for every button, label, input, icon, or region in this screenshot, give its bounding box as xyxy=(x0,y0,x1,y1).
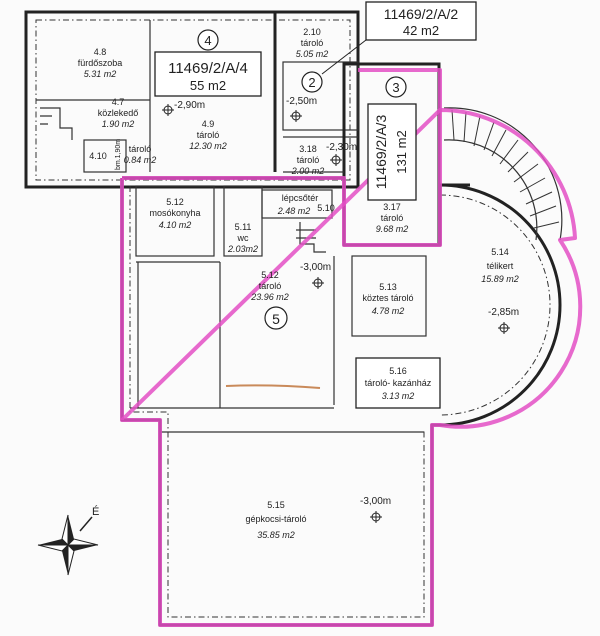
r511-name: wc xyxy=(237,233,249,243)
r513-name: köztes tároló xyxy=(362,293,413,303)
left-stair xyxy=(40,107,73,140)
brown-mark xyxy=(225,384,321,389)
r318-name: tároló xyxy=(297,155,320,165)
r210-id: 2.10 xyxy=(303,27,321,37)
r48-id: 4.8 xyxy=(94,47,107,57)
wintergarden-wall xyxy=(439,183,562,427)
level-marker-1: -2,90m xyxy=(162,100,205,116)
r513-id: 5.13 xyxy=(379,282,397,292)
svg-text:-2,85m: -2,85m xyxy=(488,307,519,318)
compass-north-label: É xyxy=(92,505,99,518)
parcel-2-box xyxy=(365,1,477,41)
room-labels: 4.8 fürdőszoba 5.31 m2 4.7 közlekedő 1.9… xyxy=(78,27,519,540)
r512a-id: 5.12 xyxy=(166,197,184,207)
parcel-4-circle xyxy=(197,29,219,51)
parcel-2-circle xyxy=(301,71,323,93)
r512a-area: 4.10 m2 xyxy=(159,220,192,230)
parcel-4-box xyxy=(154,51,262,97)
svg-text:-2,30m: -2,30m xyxy=(326,142,357,153)
r48-area: 5.31 m2 xyxy=(84,69,117,79)
r49-area: 12.30 m2 xyxy=(189,141,227,151)
parcel-4-label: 11469/2/A/4 xyxy=(168,60,248,77)
svg-text:-2,90m: -2,90m xyxy=(174,100,205,111)
svg-text:-3,00m: -3,00m xyxy=(300,262,331,273)
r317-id: 3.17 xyxy=(383,202,401,212)
r317-name: tároló xyxy=(381,213,404,223)
bm-note: bm.1,90m xyxy=(115,139,122,170)
boundary-3 xyxy=(122,68,442,247)
level-marker-3: -2,30m xyxy=(326,142,357,166)
r317-area: 9.68 m2 xyxy=(376,224,409,234)
r515-name: gépkocsi-tároló xyxy=(245,514,306,524)
r516-id: 5.16 xyxy=(389,366,407,376)
wintergarden-dash xyxy=(439,194,551,416)
lower-inner-dash xyxy=(129,186,425,618)
r511-id: 5.11 xyxy=(235,222,252,232)
parcel-3-circle xyxy=(385,76,407,98)
room-210-box xyxy=(282,61,359,131)
r49-name: tároló xyxy=(197,130,220,140)
r515-area: 35.85 m2 xyxy=(257,530,295,540)
r511-area: 2.03m2 xyxy=(227,244,258,254)
parcel-2-area: 42 m2 xyxy=(403,23,439,38)
level-marker-2: -2,50m xyxy=(286,96,317,122)
parcel-3-num: 3 xyxy=(392,80,399,95)
r516-area: 3.13 m2 xyxy=(382,391,415,401)
r510-name: lépcsőtér xyxy=(282,193,319,203)
r515-id: 5.15 xyxy=(267,500,285,510)
r318-area: 2.00 m2 xyxy=(291,166,325,176)
parcel-4-num: 4 xyxy=(204,33,211,48)
parcel-2-leader xyxy=(321,39,367,75)
parcel-5-circle xyxy=(264,306,288,330)
r514-area: 15.89 m2 xyxy=(481,274,519,284)
r514-name: télikert xyxy=(487,261,514,271)
parcel-2-num: 2 xyxy=(308,75,315,90)
room-511-box xyxy=(223,185,263,257)
r410-name: tároló xyxy=(129,144,152,154)
level-marker-4: -3,00m xyxy=(300,262,331,289)
room-510-box xyxy=(261,189,333,219)
r318-id: 3.18 xyxy=(299,144,317,154)
level-marker-5: -2,85m xyxy=(488,307,519,334)
parcel-2-label: 11469/2/A/2 xyxy=(384,6,459,22)
r512b-name: tároló xyxy=(259,281,282,291)
svg-text:-2,50m: -2,50m xyxy=(286,96,317,107)
room-516-box xyxy=(355,357,441,409)
r512b-area: 23.96 m2 xyxy=(250,292,289,302)
level-marker-6: -3,00m xyxy=(360,496,391,523)
r510-area: 2.48 m2 xyxy=(277,206,311,216)
r210-area: 5.05 m2 xyxy=(296,49,329,59)
compass-rose-icon: É xyxy=(37,505,99,576)
r514-id: 5.14 xyxy=(491,247,509,257)
parcel-3-area: 131 m2 xyxy=(394,130,409,173)
r410-area: 0.84 m2 xyxy=(124,155,157,165)
r48-name: fürdőszoba xyxy=(78,58,123,68)
parcel-3-box xyxy=(367,103,417,201)
r512a-name: mosókonyha xyxy=(149,208,200,218)
closet-410 xyxy=(83,139,127,173)
r49-id: 4.9 xyxy=(202,119,215,129)
r47-name: közlekedő xyxy=(98,108,139,118)
parcel-4-area: 55 m2 xyxy=(190,78,226,93)
r47-id: 4.7 xyxy=(112,97,125,107)
r513-area: 4.78 m2 xyxy=(372,306,405,316)
r47-area: 1.90 m2 xyxy=(102,119,135,129)
r516-name: tároló- kazánház xyxy=(365,378,432,388)
level-markers: -2,90m -2,50m -2,30m -3,00m -2,85m -3,00… xyxy=(162,96,519,523)
r510-id: 5.10 xyxy=(317,203,335,213)
r410-id: 4.10 xyxy=(89,151,107,161)
parcel-5-num: 5 xyxy=(272,311,280,327)
boundary-5 xyxy=(120,107,583,627)
r512b-id: 5.12 xyxy=(261,270,279,280)
r210-name: tároló xyxy=(301,38,324,48)
room-513-box xyxy=(351,255,427,337)
room-512a-box xyxy=(135,185,215,257)
parcel-3-label: 11469/2/A/3 xyxy=(373,115,389,190)
svg-text:-3,00m: -3,00m xyxy=(360,496,391,507)
